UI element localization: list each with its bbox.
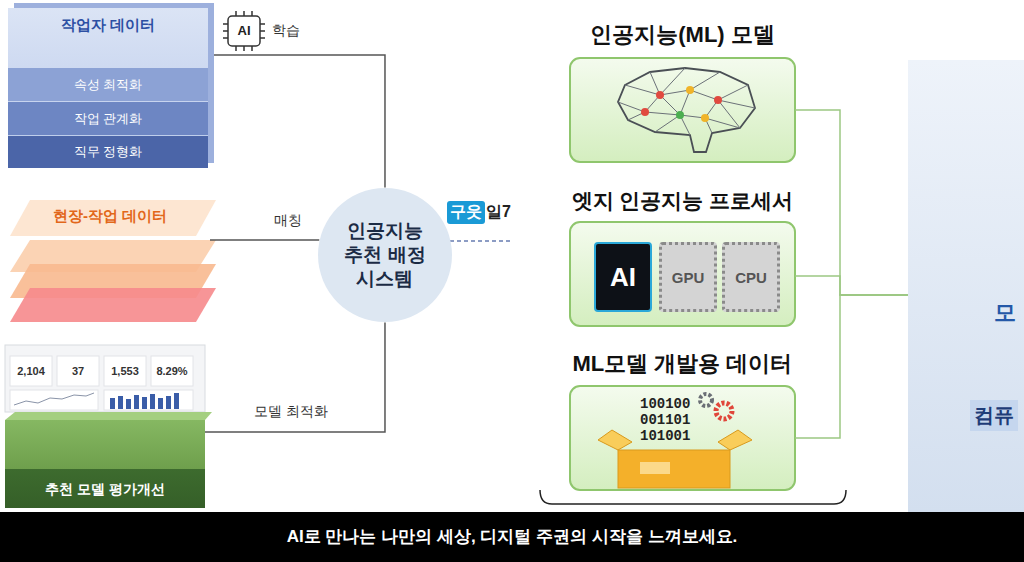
box-body [570,386,795,490]
stat-card [151,356,193,386]
logo-mark: 구웃 [447,201,485,224]
caption: AI로 만나는 나만의 세상, 디지털 주권의 시작을 느껴보세요. [287,512,738,562]
edge-label: 매칭 [272,212,304,230]
node-title: 인공지능(ML) 모델 [570,14,795,50]
binary-digits: 100100 [640,397,690,412]
node-title: 엣지 인공지능 프로세서 [570,180,795,216]
stat-value: 2,104 [10,365,52,377]
dashed-link [450,240,512,241]
data-stack: 작업자 데이터속성 최적화작업 관계화직무 정형화 [8,8,208,168]
side-panel: 모컴퓨 [908,60,1024,512]
chart-card [10,390,98,410]
node-title: 속성 최적화 [74,76,143,94]
stat-card [10,356,52,386]
processor-box: 엣지 인공지능 프로세서 AI GPU CPU [570,180,795,330]
network-dot [641,108,649,116]
data-box-illustration [598,394,752,488]
gpu-chip: GPU [659,242,717,312]
slab-top-face [5,412,212,420]
ai-chip-icon [223,11,265,51]
model-box: 인공지능(ML) 모델 [570,14,795,164]
stat-card [57,356,99,386]
network-dot [676,111,684,119]
box-body [570,222,795,326]
brain-outline [618,68,755,152]
data-layer [10,288,216,322]
chip-body [228,16,260,46]
stack-layer: 작업 관계화 [8,102,208,135]
network-dot [701,114,709,122]
connector [205,322,385,432]
connector [210,239,319,241]
dashboard-screenshot [5,345,205,412]
cpu-chip: CPU [722,242,780,312]
system-circle: 인공지능 추천 배정 시스템 [318,188,453,323]
gear [700,394,712,406]
data-layers: 현장-작업 데이터 [10,200,210,322]
green-slab: 추천 모델 평가개선 [5,420,205,508]
node-title: 작업 관계화 [74,110,143,128]
stack-layer: 속성 최적화 [8,68,208,101]
chip-pins [223,11,265,51]
box-tag [640,462,670,474]
edge-label: 모델 최적화 [252,403,330,421]
network-dot [714,96,722,104]
node-title: 모 [994,298,1016,328]
node-title: 작업자 데이터 [8,8,208,35]
bracket [540,490,846,504]
box-front [618,450,730,488]
stat-value: 1,553 [104,365,146,377]
stack-layer: 직무 정형화 [8,136,208,168]
node-title: GPU [672,269,705,286]
stat-value: 8.29% [151,365,193,377]
binary-digits: 001101 [640,413,690,428]
connector [795,276,908,295]
data-layer [10,200,216,236]
brain-network [618,68,755,135]
connector [795,295,908,438]
line-chart [14,393,94,405]
brain-illustration [618,68,755,152]
box-flap [598,430,632,450]
node-title: CPU [735,269,767,286]
node-title: AI [610,262,636,293]
connector [208,55,385,188]
node-title: 추천 모델 평가개선 [45,481,165,499]
node-title: 인공지능 추천 배정 시스템 [335,219,435,290]
caption-bar: AI로 만나는 나만의 세상, 디지털 주권의 시작을 느껴보세요. [0,512,1024,562]
icon-text: AI [228,23,260,38]
dashboard-panel [5,345,205,412]
node-title: 직무 정형화 [74,143,143,161]
gear [716,403,732,419]
node-title: ML모델 개발용 데이터 [570,343,795,379]
stat-value: 37 [57,365,99,377]
logo-text: 일7 [486,202,511,223]
node-title: 현장-작업 데이터 [10,200,210,226]
box-body [570,58,795,162]
network-dot [686,86,694,94]
bar-chart [110,393,179,409]
ai-chip: AI [594,242,652,312]
connector [795,110,908,295]
binary-digits: 101001 [640,429,690,444]
chart-card [104,390,193,410]
stat-card [104,356,146,386]
edge-label: 학습 [270,22,302,40]
box-flap [718,430,752,450]
node-text: 컴퓨 [970,400,1018,431]
network-dot [656,91,664,99]
